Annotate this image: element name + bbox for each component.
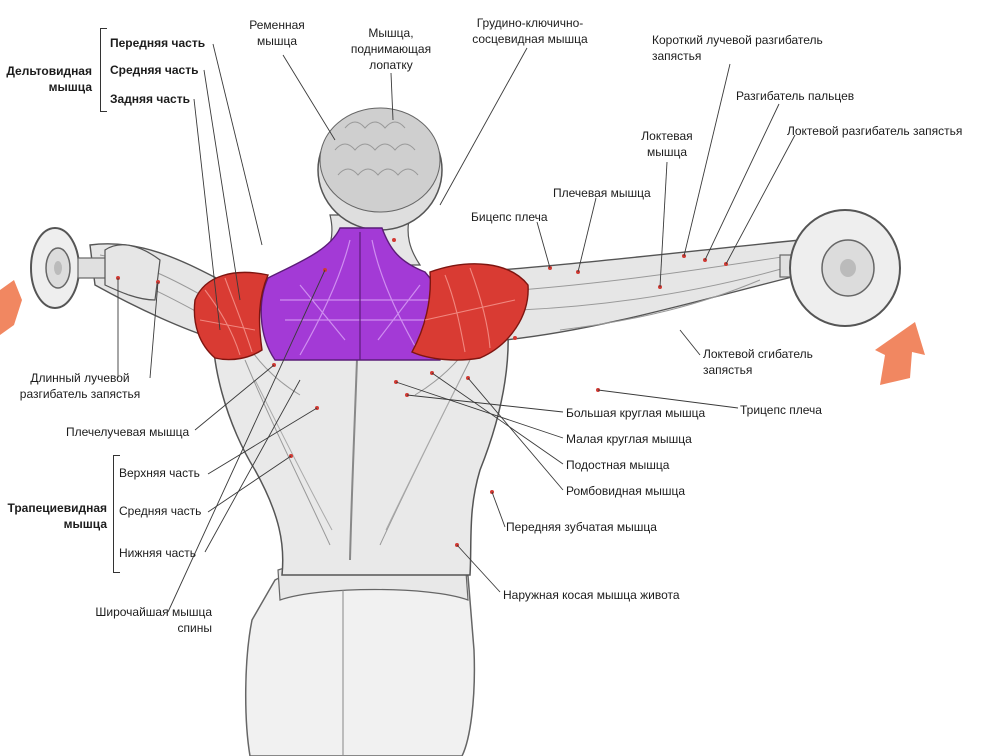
levator-line3: лопатку: [369, 58, 413, 72]
sternocleidomastoid-label: Грудино-ключично- сосцевидная мышца: [466, 15, 594, 47]
scm-line2: сосцевидная мышца: [472, 32, 588, 46]
fcu-line1: Локтевой сгибатель: [703, 347, 813, 361]
trapezius-upper-label: Верхняя часть: [119, 466, 200, 480]
ecrl-label: Длинный лучевой разгибатель запястья: [6, 370, 154, 402]
trapezius-group-title: Трапециевидная мышца: [0, 500, 107, 532]
brachialis-label: Плечевая мышца: [553, 186, 651, 200]
dumbbell-right-icon: [779, 209, 901, 327]
levator-scapulae-label: Мышца, поднимающая лопатку: [340, 25, 442, 73]
levator-line2: поднимающая: [350, 42, 432, 56]
arrow-up-right-icon: [875, 322, 925, 385]
teres-minor-label: Малая круглая мышца: [566, 432, 692, 446]
fcu-line2: запястья: [703, 363, 753, 377]
anconeus-label: Локтевая мышца: [636, 128, 698, 160]
ecrb-label: Короткий лучевой разгибатель запястья: [652, 32, 823, 64]
biceps-label: Бицепс плеча: [471, 210, 548, 224]
deltoid-rear-label: Задняя часть: [110, 92, 190, 106]
deltoid-group-title: Дельтовидная мышца: [0, 63, 92, 95]
anconeus-line1: Локтевая: [641, 129, 693, 143]
serratus-anterior-label: Передняя зубчатая мышца: [506, 520, 657, 534]
ecu-label: Локтевой разгибатель запястья: [787, 124, 963, 138]
trapezius: [260, 227, 447, 361]
latissimus-line2: спины: [177, 621, 212, 635]
ecrb-line1: Короткий лучевой разгибатель: [652, 33, 823, 47]
trapezius-title-line2: мышца: [63, 517, 107, 531]
infraspinatus-label: Подостная мышца: [566, 458, 670, 472]
scm-line1: Грудино-ключично-: [476, 16, 584, 30]
trapezius-lower-label: Нижняя часть: [119, 546, 197, 560]
latissimus-label: Широчайшая мышца спины: [60, 604, 212, 636]
fcu-label: Локтевой сгибатель запястья: [703, 346, 813, 378]
ecrl-line2: разгибатель запястья: [19, 387, 141, 401]
teres-major-label: Большая круглая мышца: [566, 406, 706, 420]
triceps-label: Трицепс плеча: [740, 403, 822, 417]
hair: [319, 107, 441, 213]
splenius-label: Ременная мышца: [240, 17, 314, 49]
right-arm: [499, 239, 801, 341]
levator-line1: Мышца,: [368, 26, 414, 40]
deltoid-right: [411, 263, 529, 361]
arrow-up-left-icon: [0, 280, 22, 335]
deltoid-middle-label: Средняя часть: [110, 63, 199, 77]
brachioradialis-label: Плечелучевая мышца: [66, 425, 190, 439]
trapezius-title-line1: Трапециевидная: [7, 501, 107, 515]
ecrb-line2: запястья: [652, 49, 702, 63]
deltoid-title-line2: мышца: [48, 80, 92, 94]
latissimus-line1: Широчайшая мышца: [95, 605, 212, 619]
deltoid-bracket: [100, 28, 107, 112]
ecrl-line1: Длинный лучевой: [30, 371, 130, 385]
deltoid-front-label: Передняя часть: [110, 36, 206, 50]
external-oblique-label: Наружная косая мышца живота: [503, 588, 680, 602]
trapezius-bracket: [113, 455, 120, 573]
torso: [212, 299, 509, 576]
rhomboid-label: Ромбовидная мышца: [566, 484, 686, 498]
anconeus-line2: мышца: [646, 145, 688, 159]
trapezius-middle-label: Средняя часть: [119, 504, 202, 518]
splenius-line1: Ременная: [249, 18, 305, 32]
deltoid-left: [193, 271, 269, 361]
deltoid-title-line1: Дельтовидная: [6, 64, 92, 78]
extensor-digitorum-label: Разгибатель пальцев: [736, 89, 855, 103]
dumbbell-left-icon: [30, 227, 161, 309]
splenius-line2: мышца: [256, 34, 298, 48]
